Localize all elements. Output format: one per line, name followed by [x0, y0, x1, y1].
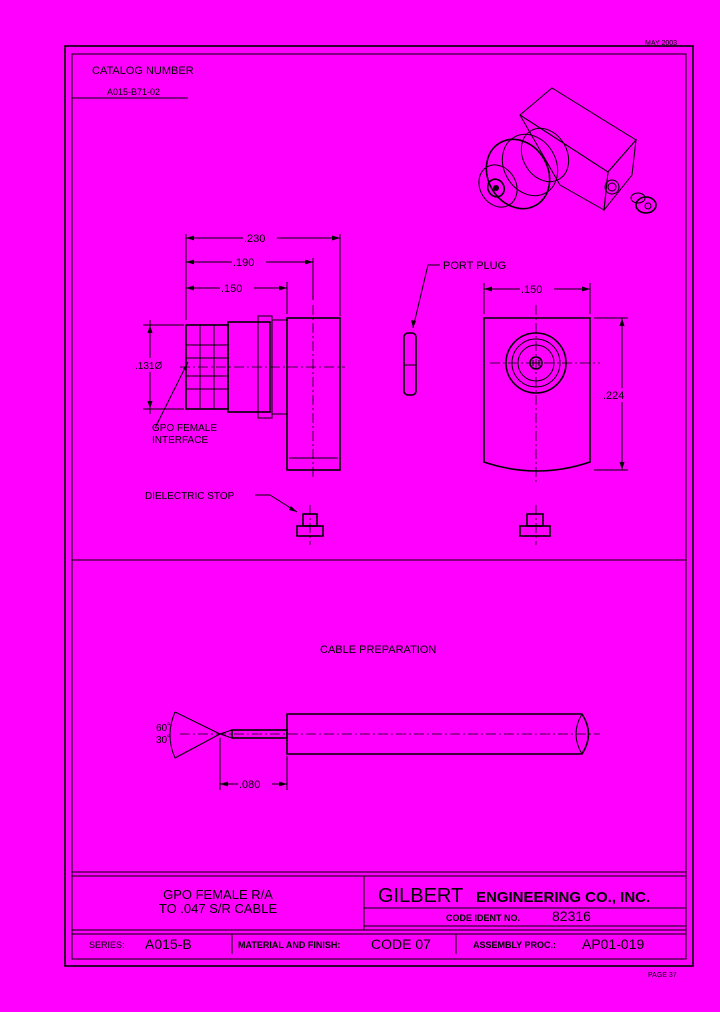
- catalog-label: CATALOG NUMBER: [92, 65, 194, 77]
- dim-150-front: .150: [521, 284, 542, 296]
- code-ident-value: 82316: [552, 908, 591, 924]
- dim-131-dia: .131Ø: [135, 361, 162, 372]
- inner-border: [71, 53, 687, 960]
- title-block: GPO FEMALE R/A TO .047 S/R CABLE GILBERT…: [72, 871, 686, 954]
- gpo-interface-callout-line2: INTERFACE: [152, 435, 208, 446]
- description-line1: GPO FEMALE R/A: [163, 887, 273, 902]
- dielectric-stop-front: [519, 505, 551, 545]
- dim-080: .080: [239, 779, 260, 791]
- right-angle-body: [286, 317, 341, 471]
- side-view: .230 .190 .150 .131Ø GPO FEMALE INTERFAC…: [134, 230, 345, 545]
- company-name-rest: ENGINEERING CO., INC.: [476, 889, 650, 906]
- dim-150-side: .150: [221, 283, 242, 295]
- catalog-box: CATALOG NUMBER A015-B71-02: [72, 65, 194, 99]
- series-label: SERIES:: [89, 940, 125, 950]
- cable-prep-title: CABLE PREPARATION: [320, 644, 436, 656]
- date-stamp: MAY 2003: [645, 40, 677, 47]
- page-number: PAGE 37: [648, 972, 677, 979]
- dim-230: .230: [244, 233, 265, 245]
- material-label: MATERIAL AND FINISH:: [238, 940, 340, 950]
- assembly-value: AP01-019: [582, 936, 644, 952]
- company-name-big: GILBERT: [378, 885, 463, 907]
- description-line2: TO .047 S/R CABLE: [159, 901, 278, 916]
- dielectric-stop-callout: DIELECTRIC STOP: [145, 491, 235, 502]
- dim-224: .224: [603, 390, 624, 402]
- outer-border: [64, 45, 694, 967]
- isometric-view: [478, 87, 657, 214]
- port-plug-edge-view: PORT PLUG: [403, 260, 506, 396]
- angle-30: 30˚: [156, 734, 170, 746]
- material-value: CODE 07: [371, 936, 431, 952]
- dim-190: .190: [233, 257, 254, 269]
- dielectric-stop-side: [296, 505, 324, 545]
- assembly-label: ASSEMBLY PROC.:: [473, 940, 556, 950]
- series-value: A015-B: [145, 936, 192, 952]
- catalog-number: A015-B71-02: [107, 87, 160, 97]
- angle-60: 60˚: [156, 722, 170, 734]
- port-plug-isometric: [630, 192, 657, 214]
- port-plug-callout: PORT PLUG: [443, 260, 506, 272]
- gpo-interface-callout-line1: GPO FEMALE: [152, 423, 217, 434]
- code-ident-label: CODE IDENT NO.: [446, 913, 520, 923]
- cable-preparation: CABLE PREPARATION 60˚ 30˚ .080: [156, 644, 600, 791]
- front-view: .150 .224: [483, 281, 636, 545]
